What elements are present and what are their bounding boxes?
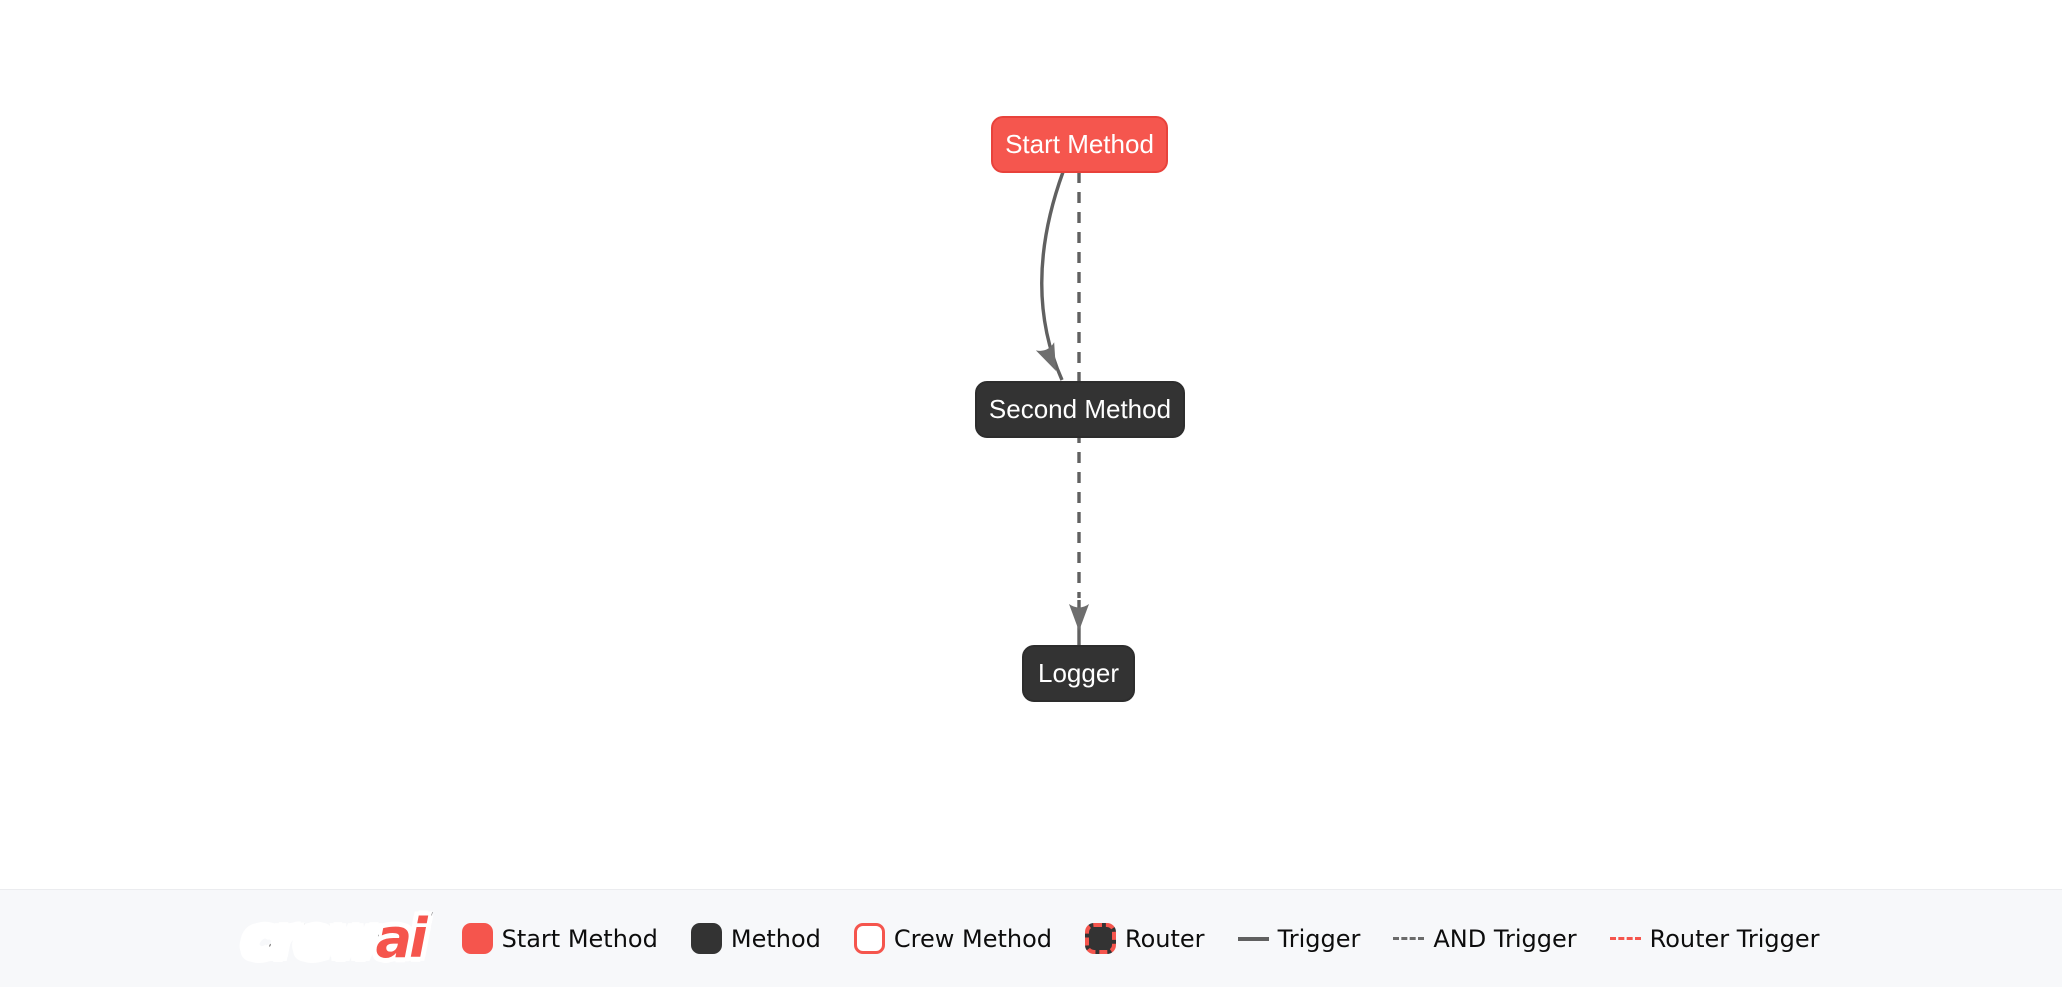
trigger-line-icon (1237, 936, 1269, 941)
legend-label: Trigger (1277, 924, 1361, 953)
legend-item-trigger: Trigger (1237, 924, 1361, 953)
legend-bar: crewai Start Method Method Crew Method R… (0, 889, 2062, 987)
edges-layer (1035, 171, 1089, 645)
node-logger[interactable]: Logger (1022, 645, 1135, 702)
flow-canvas[interactable]: Start Method Second Method Logger (0, 0, 2062, 889)
legend-item-and-trigger: AND Trigger (1393, 924, 1577, 953)
legend-item-start-method: Start Method (461, 923, 658, 954)
crewai-logo-ai: ai (372, 904, 431, 974)
node-second-method[interactable]: Second Method (975, 381, 1185, 438)
and-trigger-line-icon (1393, 937, 1425, 940)
crewai-logo-crew: crew (239, 904, 382, 974)
legend-label: Router Trigger (1649, 924, 1820, 953)
legend-label: Crew Method (893, 924, 1053, 953)
legend-label: AND Trigger (1433, 924, 1577, 953)
legend-item-router: Router (1085, 923, 1205, 954)
start-method-swatch-icon (461, 923, 493, 954)
node-start-method[interactable]: Start Method (991, 116, 1168, 173)
legend-item-router-trigger: Router Trigger (1609, 924, 1820, 953)
crew-method-swatch-icon (853, 923, 885, 954)
router-swatch-icon (1085, 923, 1117, 954)
method-swatch-icon (690, 923, 722, 954)
legend-label: Router (1125, 924, 1205, 953)
arrowhead-icon (1035, 342, 1056, 371)
legend-label: Method (730, 924, 821, 953)
arrowhead-icon (1069, 604, 1089, 631)
legend-item-method: Method (690, 923, 821, 954)
legend-label: Start Method (501, 924, 658, 953)
router-trigger-line-icon (1609, 937, 1641, 940)
legend-item-crew-method: Crew Method (853, 923, 1053, 954)
crewai-logo: crewai (239, 904, 431, 974)
